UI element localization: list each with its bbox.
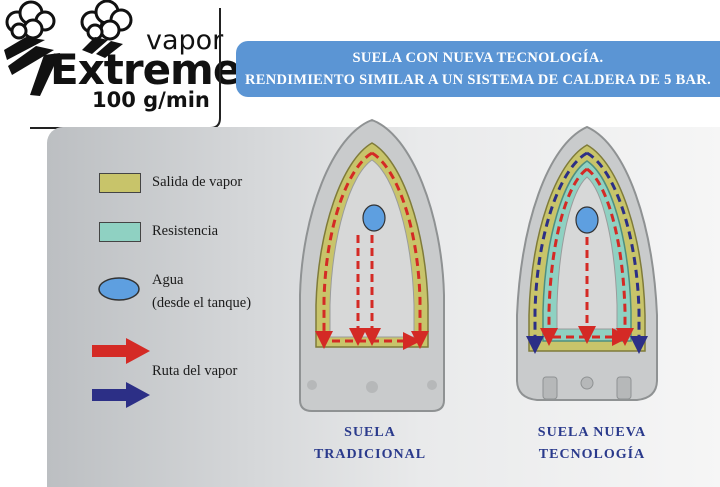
logo-rate-text: 100 g/min: [92, 88, 210, 112]
caption-traditional-line-1: SUELA: [344, 425, 396, 440]
blue-arrow-icon: [92, 382, 150, 408]
steam-outlet-swatch: [99, 173, 141, 193]
caption-new-tech-line-2: TECNOLOGÍA: [538, 447, 646, 462]
water-swatch-icon: [98, 277, 140, 301]
logo-frame: [30, 8, 221, 129]
caption-new-tech-line-1: SUELA NUEVA: [537, 425, 647, 440]
steam-cloud-icon: [4, 0, 133, 96]
logo-brand-text: Extreme: [50, 45, 241, 94]
legend-water-sublabel: (desde el tanque): [152, 295, 252, 311]
legend-steam-route-label: Ruta del vapor: [152, 363, 238, 379]
logo-vapor-text: vapor: [146, 25, 224, 56]
headline-banner: SUELA CON NUEVA TECNOLOGÍA. RENDIMIENTO …: [236, 41, 720, 97]
legend-water-label: Agua: [152, 272, 184, 288]
banner-line-1: SUELA CON NUEVA TECNOLOGÍA.: [352, 50, 604, 66]
resistance-swatch: [99, 222, 141, 242]
banner-line-2: RENDIMIENTO SIMILAR A UN SISTEMA DE CALD…: [244, 72, 712, 88]
new-tech-soleplate-image: [516, 125, 658, 401]
traditional-soleplate-image: [299, 118, 445, 412]
caption-traditional-line-2: TRADICIONAL: [313, 447, 427, 462]
red-arrow-icon: [92, 338, 150, 364]
legend-resistance-label: Resistencia: [152, 223, 219, 239]
legend-steam-outlet-label: Salida de vapor: [152, 174, 243, 190]
brand-logo: vapor Extreme 100 g/min: [0, 0, 241, 130]
